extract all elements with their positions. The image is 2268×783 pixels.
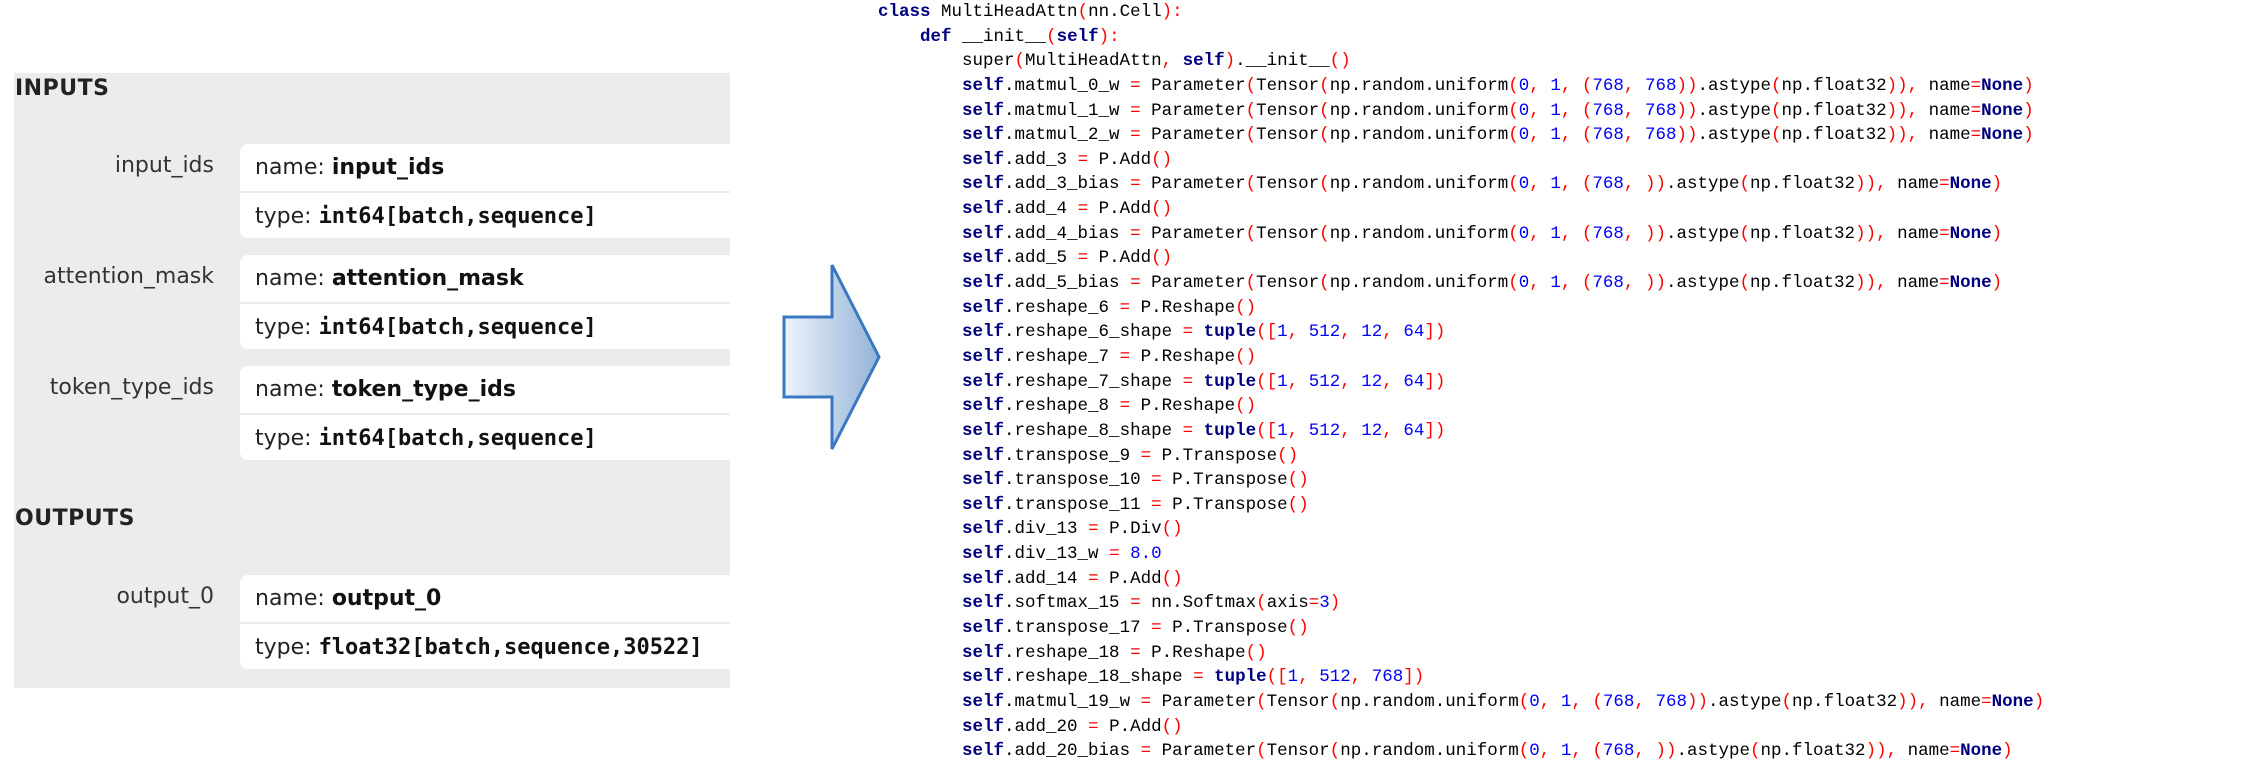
- io-name-key: name:: [255, 266, 325, 291]
- io-label-output-0: output_0: [116, 584, 214, 609]
- io-label-token-type-ids: token_type_ids: [49, 375, 214, 400]
- code-line: self.transpose_9 = P.Transpose(): [962, 445, 1299, 466]
- code-line: self.reshape_8 = P.Reshape(): [962, 396, 1257, 417]
- code-line: self.reshape_18_shape = tuple([1, 512, 7…: [962, 667, 1425, 688]
- io-type-key: type:: [255, 426, 312, 451]
- outputs-section-title: OUTPUTS: [15, 506, 135, 531]
- io-name-value: attention_mask: [331, 266, 524, 291]
- code-line: self.div_13 = P.Div(): [962, 519, 1183, 540]
- io-name-row: name: input_ids: [240, 144, 730, 191]
- io-type-value: int64[batch,sequence]: [318, 204, 597, 229]
- io-type-row: type: int64[batch,sequence]: [240, 413, 730, 460]
- code-line: self.matmul_2_w = Parameter(Tensor(np.ra…: [962, 125, 2034, 146]
- io-name-row: name: token_type_ids: [240, 366, 730, 413]
- io-name-key: name:: [255, 155, 325, 180]
- code-line: self.add_4_bias = Parameter(Tensor(np.ra…: [962, 223, 2003, 244]
- code-line: self.reshape_18 = P.Reshape(): [962, 642, 1267, 663]
- code-listing: class MultiHeadAttn(nn.Cell): def __init…: [878, 0, 2044, 764]
- code-line: self.reshape_8_shape = tuple([1, 512, 12…: [962, 420, 1446, 441]
- io-label-attention-mask: attention_mask: [43, 264, 214, 289]
- code-line: self.add_3 = P.Add(): [962, 149, 1173, 170]
- io-type-value: int64[batch,sequence]: [318, 426, 597, 451]
- code-line: self.reshape_7 = P.Reshape(): [962, 346, 1257, 367]
- inputs-section-title: INPUTS: [15, 76, 110, 101]
- code-line: self.reshape_6 = P.Reshape(): [962, 297, 1257, 318]
- io-type-row: type: int64[batch,sequence]: [240, 191, 730, 238]
- model-io-panel: INPUTS input_ids name: input_ids type: i…: [14, 73, 730, 688]
- io-type-row: type: float32[batch,sequence,30522]: [240, 622, 730, 669]
- code-line: self.add_3_bias = Parameter(Tensor(np.ra…: [962, 174, 2003, 195]
- code-line: class MultiHeadAttn(nn.Cell):: [878, 2, 1183, 22]
- io-name-value: token_type_ids: [331, 377, 516, 402]
- code-line: self.div_13_w = 8.0: [962, 544, 1162, 565]
- code-line: super(MultiHeadAttn, self).__init__(): [962, 51, 1351, 72]
- io-type-value: int64[batch,sequence]: [318, 315, 597, 340]
- code-line: self.add_4 = P.Add(): [962, 199, 1173, 220]
- code-line: self.matmul_0_w = Parameter(Tensor(np.ra…: [962, 75, 2034, 96]
- io-name-value: input_ids: [331, 155, 445, 180]
- code-line: self.softmax_15 = nn.Softmax(axis=3): [962, 593, 1341, 614]
- right-arrow-icon: [782, 264, 881, 450]
- code-line: self.reshape_7_shape = tuple([1, 512, 12…: [962, 371, 1446, 392]
- io-card-attention-mask: name: attention_mask type: int64[batch,s…: [240, 255, 730, 349]
- io-name-row: name: output_0: [240, 575, 730, 622]
- io-name-row: name: attention_mask: [240, 255, 730, 302]
- io-type-key: type:: [255, 315, 312, 340]
- code-line: self.transpose_11 = P.Transpose(): [962, 494, 1309, 515]
- code-line: self.matmul_19_w = Parameter(Tensor(np.r…: [962, 691, 2045, 712]
- io-name-value: output_0: [331, 586, 442, 611]
- code-line: self.add_5 = P.Add(): [962, 248, 1173, 269]
- code-line: self.add_5_bias = Parameter(Tensor(np.ra…: [962, 273, 2003, 294]
- io-label-input-ids: input_ids: [114, 153, 214, 178]
- io-type-key: type:: [255, 204, 312, 229]
- io-card-output-0: name: output_0 type: float32[batch,seque…: [240, 575, 730, 669]
- io-card-input-ids: name: input_ids type: int64[batch,sequen…: [240, 144, 730, 238]
- code-line: def __init__(self):: [920, 26, 1120, 47]
- io-type-value: float32[batch,sequence,30522]: [318, 635, 703, 660]
- io-type-row: type: int64[batch,sequence]: [240, 302, 730, 349]
- code-line: self.reshape_6_shape = tuple([1, 512, 12…: [962, 322, 1446, 343]
- code-line: self.matmul_1_w = Parameter(Tensor(np.ra…: [962, 100, 2034, 121]
- code-line: self.add_20_bias = Parameter(Tensor(np.r…: [962, 741, 2013, 762]
- code-line: self.add_14 = P.Add(): [962, 568, 1183, 589]
- io-type-key: type:: [255, 635, 312, 660]
- io-card-token-type-ids: name: token_type_ids type: int64[batch,s…: [240, 366, 730, 460]
- io-name-key: name:: [255, 586, 325, 611]
- io-name-key: name:: [255, 377, 325, 402]
- code-line: self.transpose_10 = P.Transpose(): [962, 470, 1309, 491]
- code-line: self.transpose_17 = P.Transpose(): [962, 618, 1309, 639]
- code-line: self.add_20 = P.Add(): [962, 716, 1183, 737]
